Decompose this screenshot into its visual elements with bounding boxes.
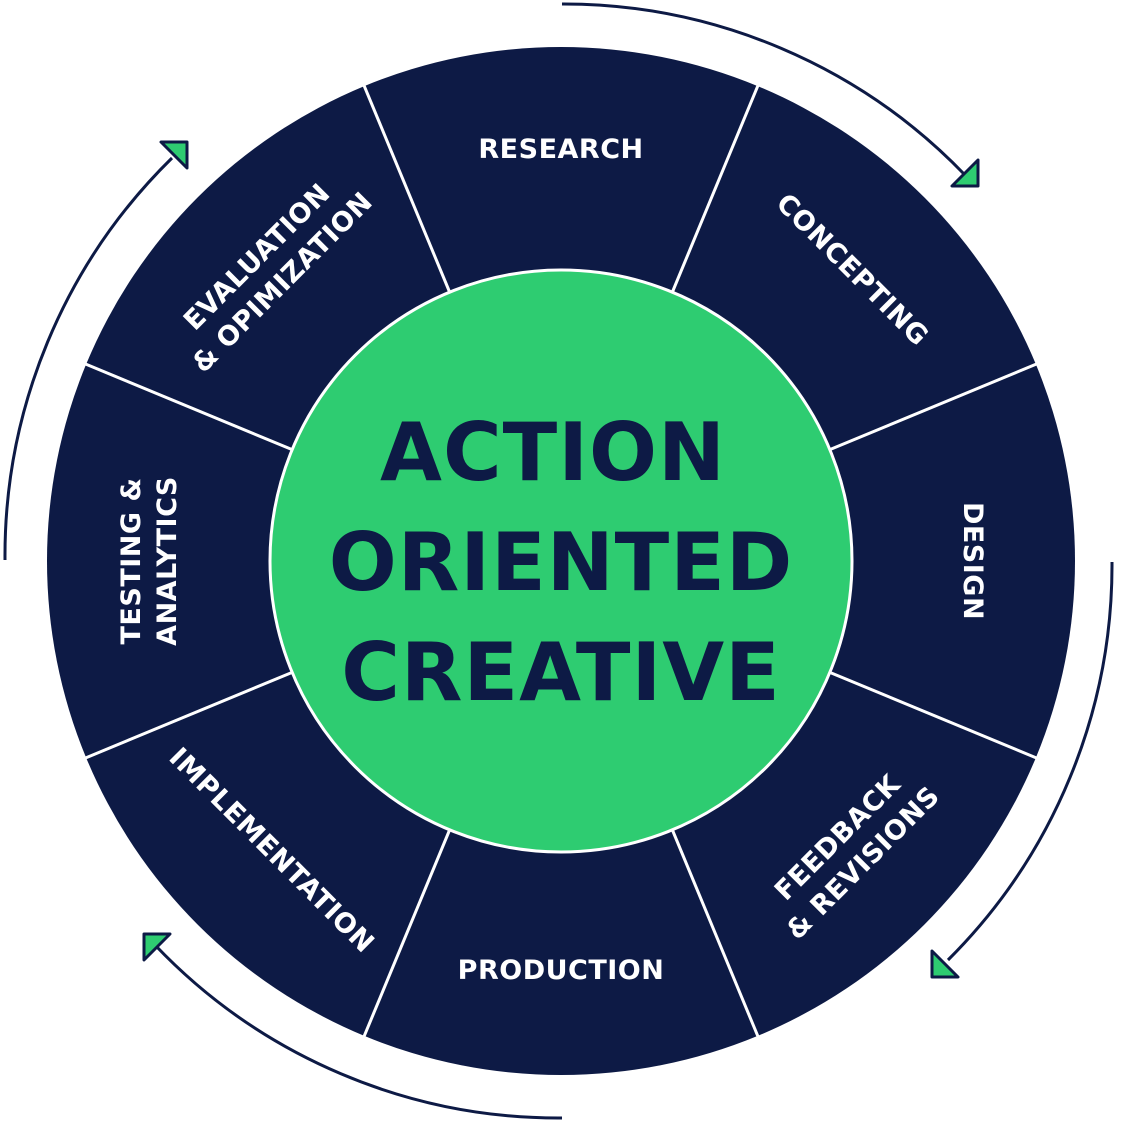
center-title: ACTION ORIENTED CREATIVE xyxy=(329,406,794,719)
cycle-arrow-line-bottom-right xyxy=(946,561,1114,962)
segment-production: PRODUCTION xyxy=(458,955,665,986)
segment-design: DESIGN xyxy=(957,502,988,620)
segment-research: RESEARCH xyxy=(478,134,643,165)
arrowhead-icon xyxy=(930,949,960,979)
segment-label-testing-analytics-line-1: TESTING & xyxy=(116,478,147,645)
segment-divider xyxy=(670,827,760,1039)
segment-label-design-line-1: DESIGN xyxy=(957,502,988,620)
arrowhead-icon xyxy=(159,140,189,170)
segment-testing-analytics: TESTING &ANALYTICS xyxy=(116,476,183,646)
segment-label-production-line-1: PRODUCTION xyxy=(458,955,665,986)
center-title-line-3: CREATIVE xyxy=(341,626,781,719)
arrowhead-icon xyxy=(142,932,172,962)
center-title-line-1: ACTION xyxy=(380,406,726,499)
center-title-line-2: ORIENTED xyxy=(329,516,794,609)
segment-label-research-line-1: RESEARCH xyxy=(478,134,643,165)
segment-divider xyxy=(362,83,452,295)
arrowhead-icon xyxy=(950,158,980,188)
segment-label-testing-analytics-line-2: ANALYTICS xyxy=(152,476,183,646)
segment-divider xyxy=(362,827,452,1039)
segment-divider xyxy=(670,83,760,295)
segment-divider xyxy=(83,362,295,452)
cycle-arrows xyxy=(3,2,1114,1120)
cycle-arrow-line-top-left xyxy=(3,156,174,561)
center-circle xyxy=(268,268,854,854)
segment-divider xyxy=(827,362,1039,452)
segment-divider xyxy=(827,670,1039,760)
segment-divider xyxy=(83,670,295,760)
segment-dividers xyxy=(83,83,1039,1039)
cycle-arrow-line-bottom-left xyxy=(153,943,563,1120)
cycle-arrow-line-top-right xyxy=(561,2,967,177)
